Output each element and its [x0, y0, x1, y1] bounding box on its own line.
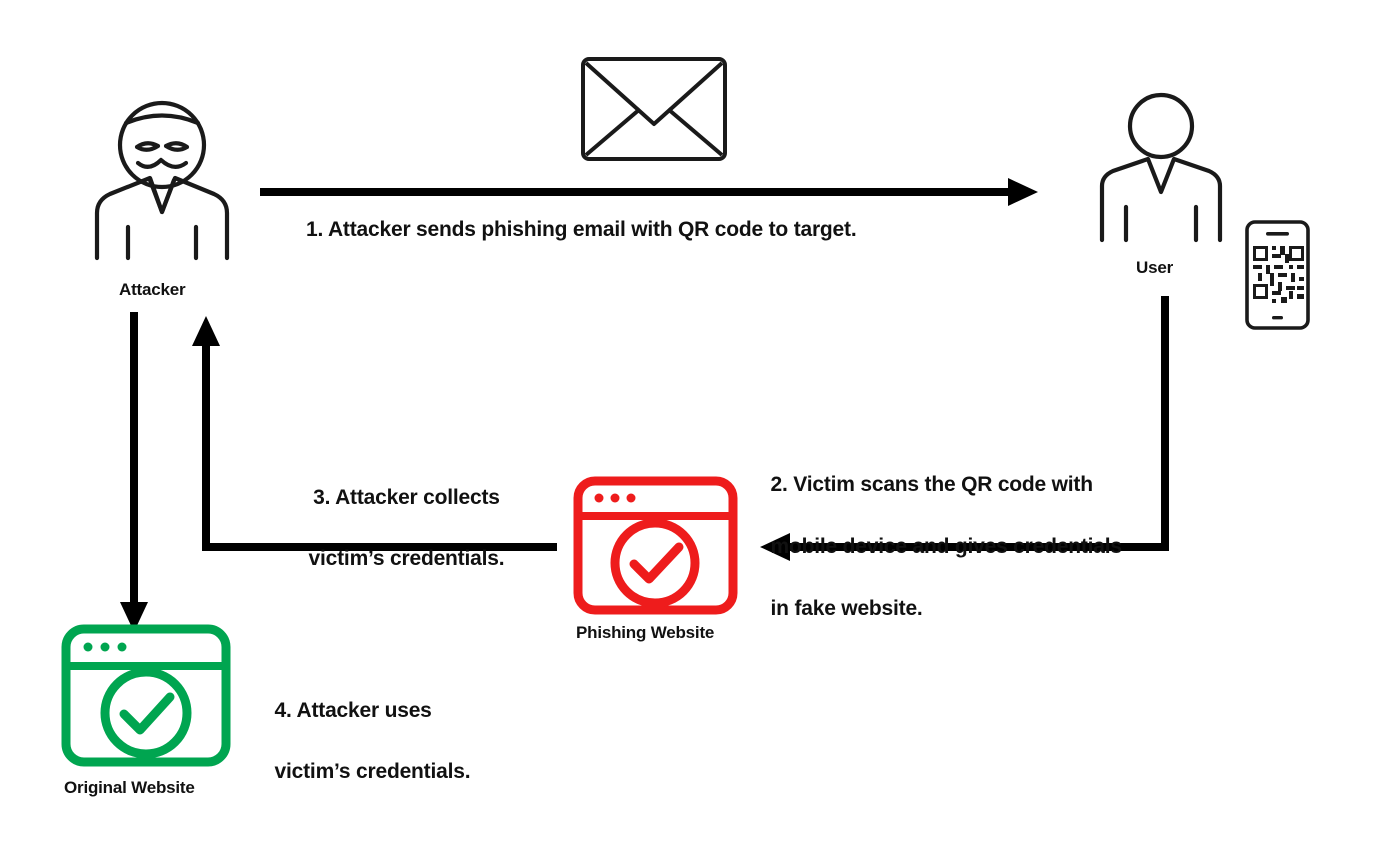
step-3-caption: 3. Attacker collects victim’s credential…	[286, 453, 505, 605]
step-2-caption: 2. Victim scans the QR code with mobile …	[748, 438, 1123, 656]
user-person-icon	[1099, 92, 1223, 243]
mobile-phone-qr-code-icon	[1245, 220, 1310, 330]
original-website-icon	[61, 624, 231, 767]
step-3-line-2: victim’s credentials.	[308, 547, 505, 571]
arrow-attacker-to-user	[260, 178, 1038, 206]
step-2-line-1: 2. Victim scans the QR code with	[770, 473, 1094, 497]
attacker-label: Attacker	[119, 280, 186, 299]
step-4-line-2: victim’s credentials.	[274, 760, 471, 784]
step-1-caption: 1. Attacker sends phishing email with QR…	[306, 218, 857, 241]
step-2-line-3: in fake website.	[770, 597, 923, 621]
step-4-line-1: 4. Attacker uses	[274, 699, 432, 723]
step-3-line-1: 3. Attacker collects	[313, 486, 500, 510]
phishing-website-icon	[573, 476, 738, 615]
arrow-user-to-phishing-website	[760, 296, 1169, 561]
attacker-mask-icon	[94, 100, 230, 261]
phishing-website-label: Phishing Website	[576, 623, 715, 642]
step-4-caption: 4. Attacker uses victim’s credentials.	[252, 666, 471, 818]
original-website-label: Original Website	[64, 778, 195, 797]
arrow-attacker-to-original-website	[120, 312, 148, 632]
arrow-phishing-website-to-attacker	[192, 316, 557, 551]
step-2-line-2: mobile device and gives credentials	[770, 535, 1123, 559]
email-envelope-icon	[581, 57, 727, 161]
user-label: User	[1136, 258, 1174, 277]
